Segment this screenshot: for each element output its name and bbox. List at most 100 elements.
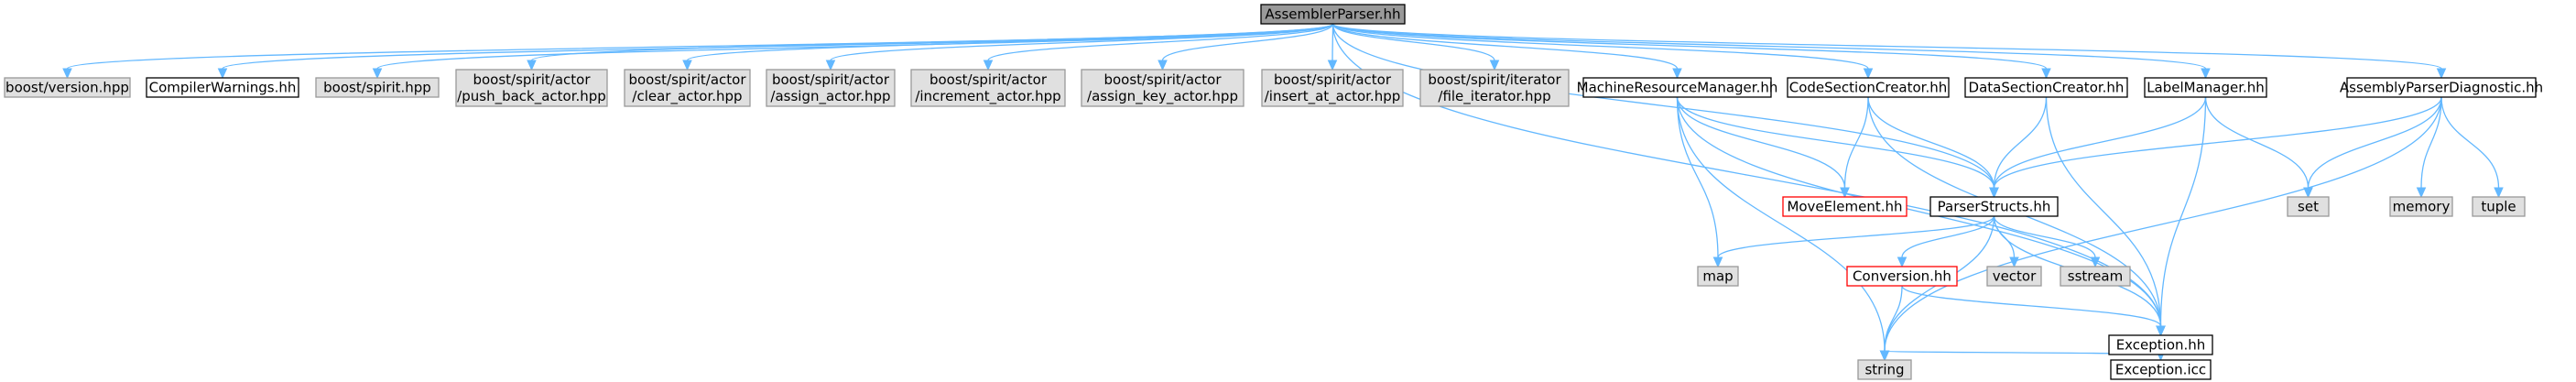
node-box: [146, 77, 299, 98]
edge-LabelManager-to-set: [2204, 96, 2313, 199]
edge-line: [2420, 96, 2442, 189]
node-boost_spirit: boost/spirit.hpp: [315, 77, 440, 98]
node-push_back_actor: boost/spirit/actor/push_back_actor.hpp: [455, 69, 608, 107]
node-Exception[interactable]: Exception.hh: [2108, 334, 2213, 355]
node-label: CodeSectionCreator.hh: [1789, 80, 1948, 96]
edge-MachineResourceManager-to-ParserStructs: [1676, 96, 1999, 199]
edge-ParserStructs-to-sstream: [1993, 215, 2101, 268]
node-label: ParserStructs.hh: [1938, 199, 2051, 215]
edge-line: [1884, 285, 1903, 352]
node-label: LabelManager.hh: [2147, 80, 2265, 96]
edge-line: [1843, 96, 1869, 189]
node-label: boost/spirit/actor: [772, 71, 890, 88]
edge-ParserStructs-to-string: [1879, 215, 1995, 362]
node-ParserStructs[interactable]: ParserStructs.hh: [1929, 196, 2059, 217]
edge-line: [1676, 96, 1886, 352]
node-boost_version: boost/version.hpp: [4, 77, 131, 98]
node-label: boost/spirit/actor: [473, 71, 591, 88]
edge-arrowhead: [1897, 256, 1908, 268]
node-AssemblerParser[interactable]: AssemblerParser.hh: [1260, 4, 1406, 25]
node-box: [1419, 69, 1570, 107]
node-box: [2110, 359, 2212, 380]
node-label: /insert_at_actor.hpp: [1265, 88, 1401, 105]
node-label: Exception.icc: [2115, 362, 2206, 378]
node-label: Exception.hh: [2116, 337, 2206, 354]
edge-Conversion-to-string: [1879, 285, 1903, 362]
node-CodeSectionCreator[interactable]: CodeSectionCreator.hh: [1787, 77, 1950, 98]
edge-arrowhead: [1840, 187, 1850, 199]
edge-CodeSectionCreator-to-MoveElement: [1840, 96, 1869, 199]
node-label: string: [1864, 362, 1904, 378]
edge-line: [1717, 215, 1995, 258]
edge-arrowhead: [2201, 68, 2211, 80]
edge-MachineResourceManager-to-string: [1676, 96, 1890, 362]
edge-line: [376, 23, 1334, 70]
edge-arrowhead: [62, 68, 72, 80]
node-MoveElement[interactable]: MoveElement.hh: [1782, 196, 1908, 217]
edge-line: [686, 23, 1334, 61]
node-box: [1986, 266, 2042, 287]
node-MachineResourceManager[interactable]: MachineResourceManager.hh: [1577, 77, 1778, 98]
node-box: [4, 77, 131, 98]
edge-AssemblerParser-to-clear_actor: [682, 23, 1334, 71]
node-set: set: [2287, 196, 2330, 217]
edge-MachineResourceManager-to-MoveElement: [1676, 96, 1850, 199]
edge-ParserStructs-to-Conversion: [1897, 215, 1995, 268]
node-label: boost/spirit/actor: [1103, 71, 1222, 88]
edge-arrowhead: [2156, 325, 2166, 337]
node-label: /increment_actor.hpp: [915, 88, 1060, 105]
node-label: DataSectionCreator.hh: [1969, 80, 2125, 96]
node-CompilerWarnings[interactable]: CompilerWarnings.hh: [146, 77, 299, 98]
node-label: /assign_key_actor.hpp: [1087, 88, 1238, 105]
edge-arrowhead: [983, 60, 994, 71]
node-map: map: [1697, 266, 1739, 287]
node-label: boost/spirit/iterator: [1428, 71, 1561, 88]
node-box: [1697, 266, 1739, 287]
node-label: AssemblyParserDiagnostic.hh: [2340, 80, 2543, 96]
node-box: [2472, 196, 2526, 217]
edge-arrowhead: [2416, 187, 2427, 199]
node-label: memory: [2393, 199, 2451, 215]
node-label: boost/spirit/actor: [1274, 71, 1392, 88]
edge-line: [1867, 96, 1995, 189]
edge-arrowhead: [1879, 350, 1890, 362]
edge-AssemblerParser-to-assign_key_actor: [1158, 23, 1334, 71]
edge-line: [1331, 23, 2442, 70]
edge-AssemblerParser-to-LabelManager: [1331, 23, 2211, 80]
node-assign_actor: boost/spirit/actor/assign_actor.hpp: [766, 69, 896, 107]
node-insert_at_actor: boost/spirit/actor/insert_at_actor.hpp: [1261, 69, 1404, 107]
node-Exception_icc[interactable]: Exception.icc: [2110, 359, 2212, 380]
node-label: map: [1702, 268, 1733, 285]
node-LabelManager[interactable]: LabelManager.hh: [2144, 77, 2267, 98]
edge-line: [1993, 96, 2207, 189]
edge-line: [2159, 96, 2207, 327]
edge-line: [1676, 96, 1995, 189]
edge-arrowhead: [2494, 187, 2504, 199]
edge-arrowhead: [682, 60, 692, 71]
node-increment_actor: boost/spirit/actor/increment_actor.hpp: [910, 69, 1066, 107]
node-assign_key_actor: boost/spirit/actor/assign_key_actor.hpp: [1081, 69, 1245, 107]
node-file_iterator: boost/spirit/iterator/file_iterator.hpp: [1419, 69, 1570, 107]
edge-arrowhead: [1327, 60, 1338, 71]
node-label: MachineResourceManager.hh: [1577, 80, 1778, 96]
node-AssemblyParserDiagnostic[interactable]: AssemblyParserDiagnostic.hh: [2340, 77, 2543, 98]
node-label: boost/version.hpp: [5, 80, 129, 96]
edge-AssemblerParser-to-AssemblyParserDiagnostic: [1331, 23, 2447, 80]
edge-line: [1331, 23, 1679, 70]
edge-line: [1901, 215, 1995, 258]
edge-line: [1993, 96, 2048, 189]
node-Conversion[interactable]: Conversion.hh: [1846, 266, 1958, 287]
node-label: set: [2298, 199, 2319, 215]
node-box: [1857, 359, 1912, 380]
node-box: [1787, 77, 1950, 98]
node-label: boost/spirit/actor: [628, 71, 746, 88]
node-box: [1582, 77, 1772, 98]
edge-line: [1331, 23, 1995, 189]
node-DataSectionCreator[interactable]: DataSectionCreator.hh: [1964, 77, 2128, 98]
edge-Conversion-to-Exception: [1901, 285, 2166, 337]
edge-line: [1901, 285, 2162, 327]
node-box: [766, 69, 896, 107]
nodes-layer: AssemblerParser.hh boost/version.hpp Compi…: [4, 4, 2543, 380]
node-box: [1081, 69, 1245, 107]
edge-arrowhead: [2009, 256, 2019, 268]
